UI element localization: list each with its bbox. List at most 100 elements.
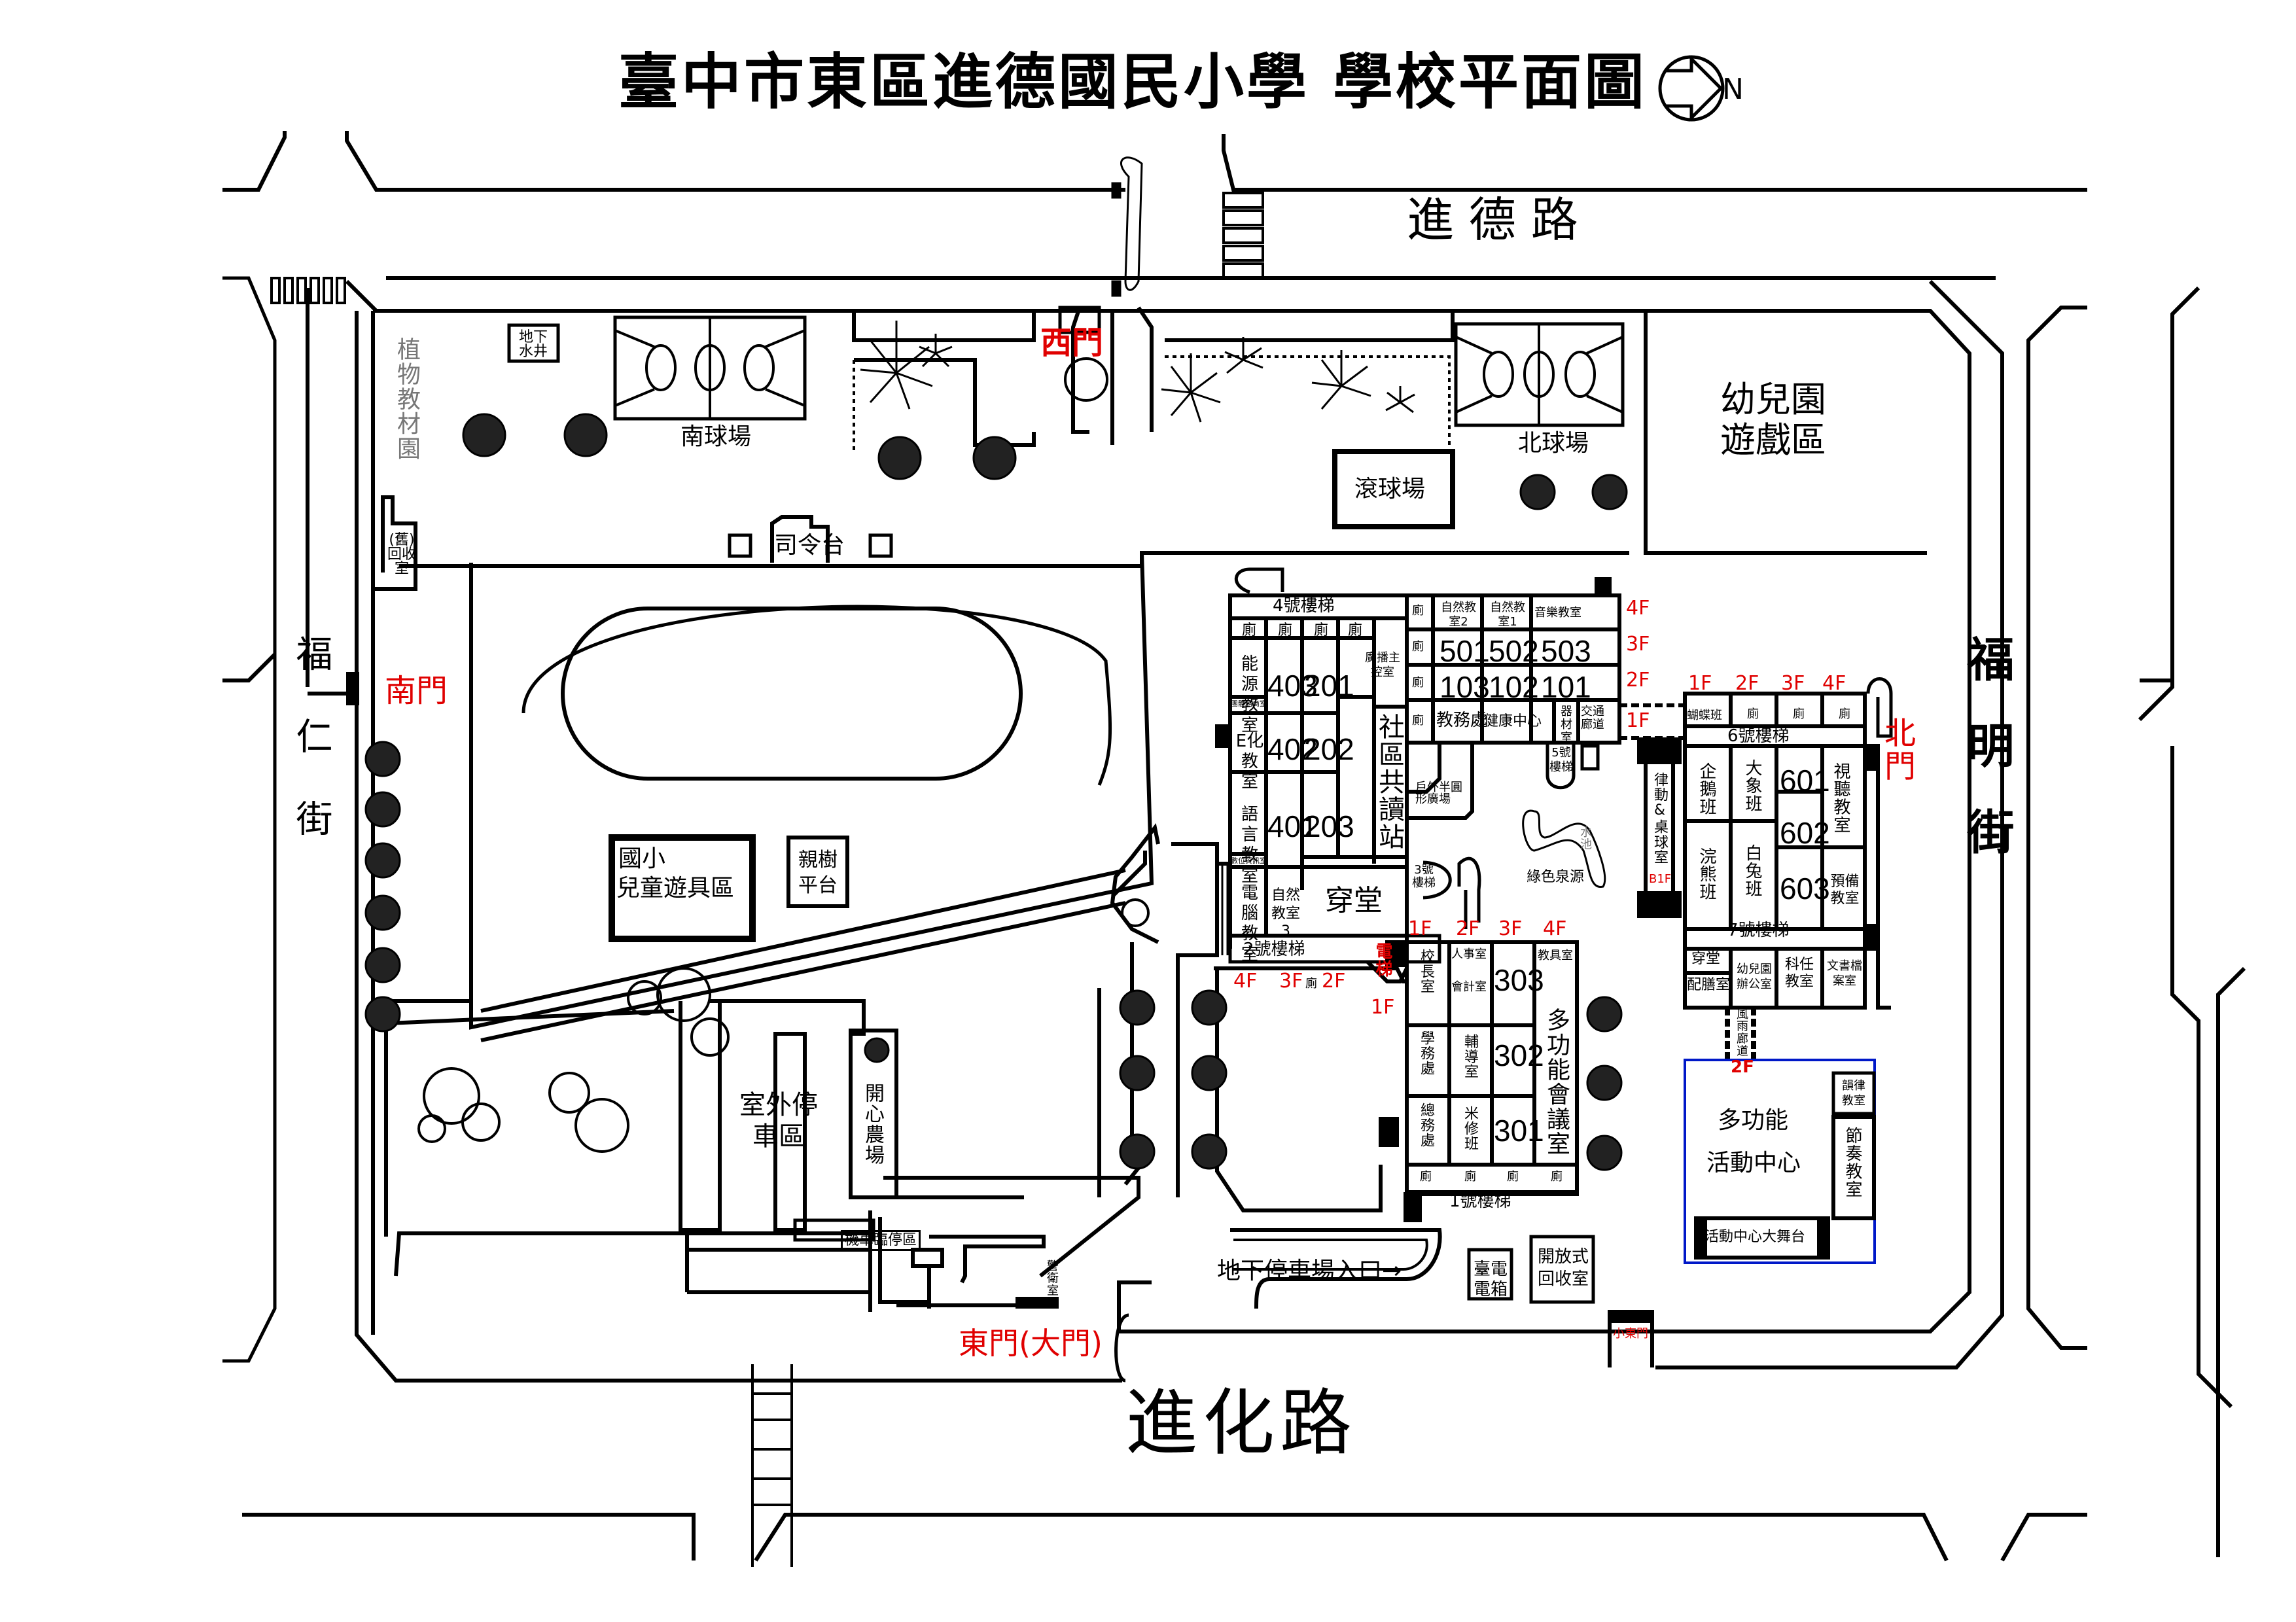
e-room-label: E化教室: [1235, 732, 1264, 792]
toilet-label: 廁: [1412, 640, 1424, 654]
crosswalks: [270, 192, 1264, 1567]
building-admin: [1214, 936, 1579, 1222]
floor-label: 2F: [1626, 669, 1650, 692]
b1f-label: B1F: [1649, 872, 1672, 886]
floor-label: 3F: [1626, 633, 1650, 656]
stair-4-label: 4號樓梯: [1273, 596, 1335, 616]
happy-farm-label: 開心農場: [861, 1083, 884, 1165]
community-reading-label: 社區共讀站: [1374, 713, 1404, 851]
toilet-label: 廁: [1793, 707, 1805, 721]
supply-room-label: 教具室: [1538, 949, 1573, 962]
rice-class-label: 米修班: [1462, 1106, 1478, 1152]
stair-6-label: 6號樓梯: [1727, 726, 1790, 746]
round-tree-icons: [417, 967, 730, 1153]
toilet-label: 廁: [1348, 622, 1363, 639]
gate-west: 西門: [1040, 325, 1104, 361]
stage-label: 活動中心大舞台: [1704, 1229, 1806, 1245]
playground-label-2: 兒童遊具區: [616, 875, 735, 902]
meal-room-label: 配膳室: [1687, 977, 1731, 993]
group-counsel-label: 團體諮商室: [1231, 699, 1267, 708]
elevator-floor-label: 1F: [1371, 996, 1395, 1019]
room-502: 502: [1489, 634, 1539, 668]
east-passage-label: 穿堂: [1691, 951, 1721, 967]
tree-platform-label: 親樹平台: [798, 849, 838, 897]
floor-label: 4F: [1822, 672, 1846, 695]
building-north: [1405, 577, 1688, 929]
floor-label: 2F: [1322, 970, 1346, 993]
digital-room-label: 數位資訊室: [1231, 856, 1267, 865]
building-west: [1215, 567, 1441, 983]
floor-label: 3F: [1781, 672, 1805, 695]
rhythm-room-label: 節奏教室: [1843, 1127, 1862, 1199]
corridor-label: 交通廊道: [1581, 705, 1604, 732]
room-103: 103: [1439, 670, 1490, 704]
raccoon-class-label: 浣熊班: [1697, 847, 1716, 901]
gate-south: 南門: [385, 673, 448, 709]
floor-label: 4F: [1626, 597, 1650, 620]
kindergarten-play-label: 幼兒園遊戲區: [1720, 379, 1826, 461]
room-602: 602: [1780, 816, 1830, 850]
street-west: 福仁街: [290, 635, 332, 882]
av-room-label: 視聽教室: [1831, 762, 1850, 834]
floor-label: 1F: [1688, 672, 1712, 695]
prep-room-label: 預備教室: [1830, 873, 1860, 908]
guard-room-label: 警衛室: [1045, 1260, 1059, 1297]
toilet-label: 廁: [1551, 1170, 1563, 1184]
toilet-label: 廁: [1314, 622, 1329, 639]
student-affairs-label: 學務處: [1418, 1031, 1434, 1076]
outdoor-parking-label: 室外停車區: [739, 1090, 818, 1152]
general-affairs-label: 總務處: [1418, 1102, 1434, 1148]
kg-office-label: 幼兒園辦公室: [1737, 962, 1772, 992]
room-501: 501: [1439, 634, 1490, 668]
energy-room-label: 能源教室: [1241, 654, 1258, 735]
language-room-label: 語言教室: [1241, 805, 1258, 886]
corridor-floor-label: 2F: [1731, 1057, 1754, 1077]
room-102: 102: [1489, 670, 1539, 704]
toilet-label: 廁: [1464, 1170, 1476, 1184]
butterfly-class-label: 蝴蝶班: [1687, 709, 1722, 722]
old-recycle-label: (舊)回收室: [387, 532, 417, 577]
semicircle-plaza-label: 戶外半圓形廣場: [1415, 781, 1462, 806]
room-601: 601: [1780, 764, 1830, 798]
room-401: 401: [1267, 809, 1318, 843]
equipment-room-label: 器材室: [1561, 705, 1572, 745]
melody-room-label: 韻律教室: [1842, 1079, 1865, 1108]
floor-label: 4F: [1233, 970, 1258, 993]
computer-room-label: 電腦教室: [1241, 883, 1258, 964]
academic-office-label: 教務處: [1436, 711, 1488, 730]
room-603: 603: [1780, 872, 1830, 906]
toilet-label: 廁: [1412, 676, 1424, 690]
elephant-class-label: 大象班: [1742, 759, 1762, 813]
floor-label: 3F: [1279, 970, 1303, 993]
floor-label: 2F: [1735, 672, 1759, 695]
toilet-label: 廁: [1747, 707, 1759, 721]
road-lines: [222, 131, 2246, 1562]
street-south: 進化路: [1125, 1381, 1357, 1465]
street-north: 進 德 路: [1407, 192, 1578, 247]
toilet-label: 廁: [1420, 1170, 1432, 1184]
elevator-label: 電梯: [1373, 942, 1392, 978]
meeting-room-label: 多功能會議室: [1543, 1008, 1570, 1156]
street-east: 福明街: [1959, 635, 2015, 894]
floor-label: 4F: [1543, 917, 1567, 940]
gate-east-main: 東門(大門): [959, 1326, 1103, 1361]
toilet-label: 廁: [1839, 707, 1850, 721]
page-title: 臺中市東區進德國民小學 學校平面圖: [618, 47, 1648, 117]
stair-5-label: 5號樓梯: [1549, 746, 1573, 774]
archive-room-label: 文書檔案室: [1827, 959, 1862, 989]
science-2-label: 自然教室2: [1441, 601, 1476, 629]
science-1-label: 自然教室1: [1490, 601, 1525, 629]
toilet-label: 廁: [1278, 622, 1293, 639]
stair-3-label: 3號樓梯: [1412, 863, 1436, 890]
palm-tree-icons: [860, 321, 1415, 423]
sports-field: [469, 552, 1154, 1042]
room-302: 302: [1494, 1038, 1544, 1072]
moto-parking-label: 機車臨停區: [841, 1230, 921, 1251]
stair-7-label: 7號樓梯: [1727, 921, 1790, 940]
building-east: [1637, 677, 1893, 1060]
floor-label: 2F: [1456, 917, 1480, 940]
personnel-office-label: 人事室: [1451, 947, 1487, 961]
north-arrow-icon: [1658, 54, 1725, 122]
accounting-office-label: 會計室: [1451, 980, 1487, 994]
